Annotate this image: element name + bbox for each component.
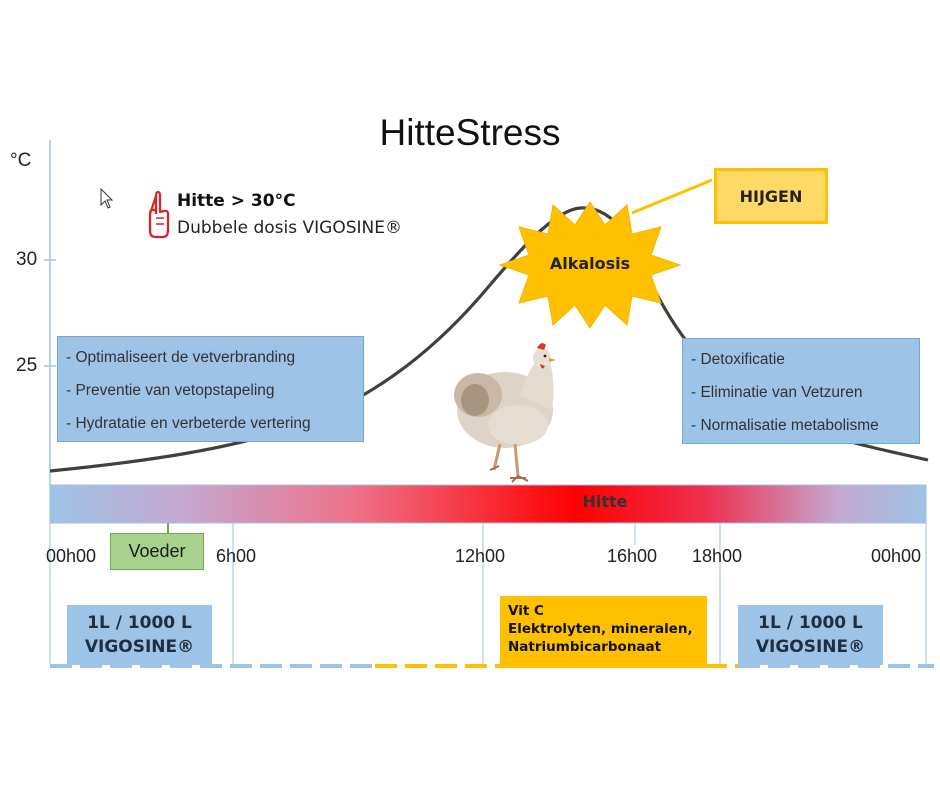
alkalosis-label: Alkalosis [549, 254, 631, 273]
time-label-18h00: 18h00 [692, 546, 743, 566]
benefits-box-left: - Optimaliseert de vetverbranding - Prev… [57, 336, 364, 442]
benefit-item: - Eliminatie van Vetzuren [691, 384, 863, 401]
hijgen-box: HIJGEN [714, 168, 828, 224]
dose-product: VIGOSINE® [755, 637, 866, 657]
chicken-illustration [454, 343, 556, 483]
dose-box-right: 1L / 1000 L VIGOSINE® [738, 605, 883, 665]
benefit-item: - Hydratatie en verbeterde vertering [66, 415, 311, 432]
vitamin-item: Natriumbicarbonaat [508, 639, 662, 655]
vitamin-box: Vit C Elektrolyten, mineralen, Natriumbi… [500, 596, 707, 668]
time-label-00h00: 00h00 [46, 546, 97, 566]
heat-bar-label: Hitte [582, 492, 628, 511]
dose-product: VIGOSINE® [84, 637, 195, 657]
time-label-24h00: 00h00 [871, 546, 922, 566]
vitamin-item: Vit C [508, 603, 544, 619]
time-label-12h00: 12h00 [455, 546, 506, 566]
dose-box-left: 1L / 1000 L VIGOSINE® [67, 605, 212, 665]
dose-amount: 1L / 1000 L [758, 613, 863, 633]
dose-amount: 1L / 1000 L [87, 613, 192, 633]
y-tick-label-25: 25 [16, 355, 38, 376]
benefit-item: - Preventie van vetopstapeling [66, 382, 275, 399]
voeder-box: Voeder [110, 533, 204, 570]
alkalosis-burst [498, 201, 682, 329]
benefit-item: - Detoxificatie [691, 351, 785, 368]
time-label-16h00: 16h00 [607, 546, 658, 566]
tip-heat-threshold: Hitte > 30°C [177, 191, 296, 211]
hijgen-connector [631, 178, 713, 215]
y-axis-unit: °C [10, 150, 32, 171]
hand-pointing-icon [148, 190, 170, 239]
tip-double-dose: Dubbele dosis VIGOSINE® [177, 218, 402, 238]
benefit-item: - Optimaliseert de vetverbranding [66, 349, 296, 366]
diagram-title: HitteStress [379, 112, 561, 153]
benefit-item: - Normalisatie metabolisme [691, 417, 879, 434]
vitamin-item: Elektrolyten, mineralen, [508, 621, 693, 637]
cursor-icon [100, 187, 114, 209]
time-label-6h00: 6h00 [216, 546, 257, 566]
heat-bar [49, 484, 927, 524]
benefits-box-right: - Detoxificatie - Eliminatie van Vetzure… [682, 338, 920, 444]
y-tick-label-30: 30 [16, 249, 38, 270]
